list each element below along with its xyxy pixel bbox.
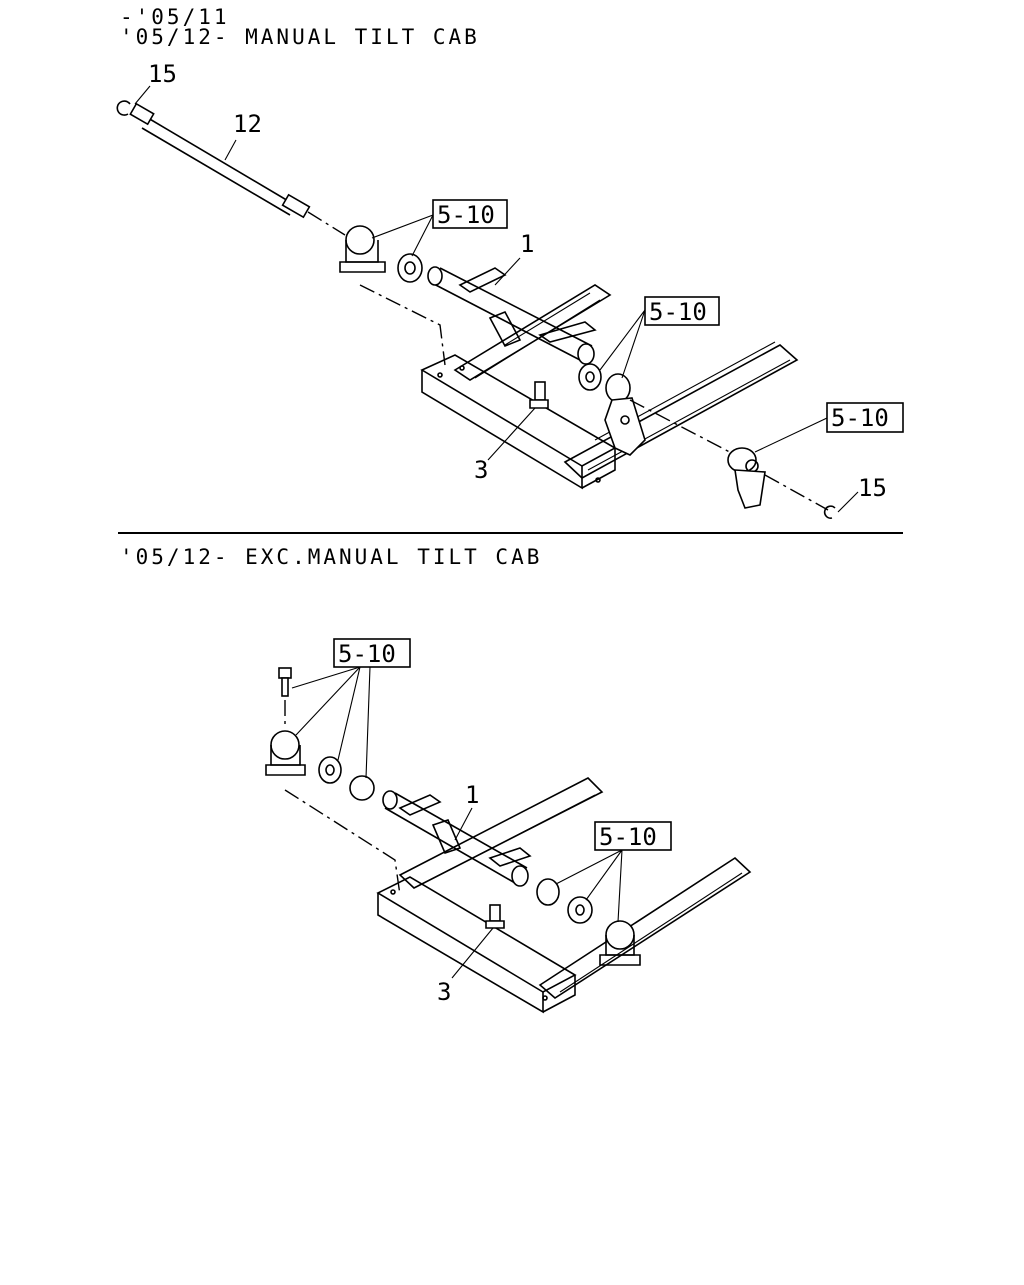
callout-15-upper: 15: [148, 60, 177, 88]
ref-box-label: 5-10: [649, 298, 707, 326]
callout-1-upper: 1: [520, 230, 534, 258]
snap-ring-part-15-upper: [116, 100, 131, 116]
ref-box-label: 5-10: [437, 201, 495, 229]
left-bracket-assembly: [339, 225, 446, 366]
right-bracket-lower: [599, 920, 641, 966]
ref-box-label: 5-10: [831, 404, 889, 432]
callout-12: 12: [233, 110, 262, 138]
torsion-bar-part-12: [129, 102, 346, 236]
right-bracket-assembly: [604, 397, 746, 461]
callout-1-lower: 1: [465, 781, 479, 809]
bolt-part-3-upper: [529, 381, 549, 409]
section-manual-tilt-cab: -'05/11 '05/12- MANUAL TILT CAB: [116, 5, 904, 519]
ref-box-5-10-c: 5-10: [754, 402, 904, 453]
cross-tube-part-1-lower: [382, 790, 532, 887]
bolt-part-3-lower: [485, 904, 505, 929]
frame-side-rails-lower: [398, 777, 752, 999]
ref-box-5-10-b: 5-10: [599, 296, 720, 379]
callout-3-lower: 3: [437, 978, 451, 1006]
lever-end-assembly: [727, 447, 829, 511]
top-bolt: [278, 667, 292, 728]
left-bracket-lower: [265, 730, 401, 896]
ref-box-5-10-a: 5-10: [371, 199, 508, 257]
right-bushings-lower: [536, 878, 593, 924]
section1-header-line2: '05/12- MANUAL TILT CAB: [120, 25, 480, 49]
snap-ring-part-15-lower: [823, 505, 836, 519]
section2-header-line1: '05/12- EXC.MANUAL TILT CAB: [120, 545, 542, 569]
section1-header-line1: -'05/11: [120, 5, 230, 29]
ref-box-label: 5-10: [338, 640, 396, 668]
left-bushing: [397, 253, 423, 283]
frame-cross-member-lower: [376, 876, 577, 1014]
section-exc-manual-tilt-cab: '05/12- EXC.MANUAL TILT CAB: [120, 545, 752, 1014]
ref-box-5-10-e: 5-10: [555, 821, 672, 923]
callout-3-upper: 3: [474, 456, 488, 484]
right-bushings: [578, 363, 631, 403]
frame-side-rails: [453, 284, 799, 479]
ref-box-5-10-d: 5-10: [291, 638, 411, 779]
left-bushings-lower: [318, 756, 375, 801]
ref-box-label: 5-10: [599, 823, 657, 851]
cross-tube-part-1: [427, 266, 597, 365]
callout-15-lower: 15: [858, 474, 887, 502]
